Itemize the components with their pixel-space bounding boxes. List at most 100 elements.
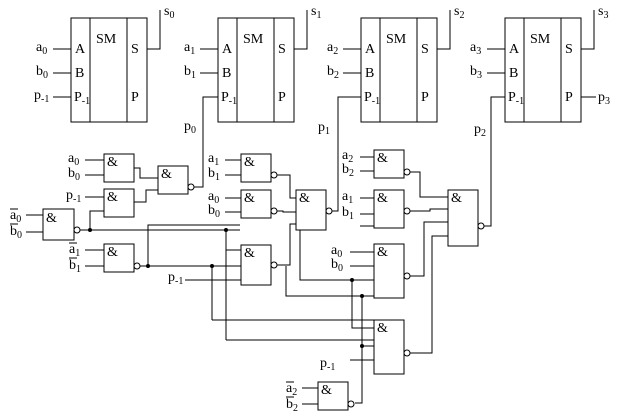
nand-gate-na0-nb0: & [42, 208, 81, 241]
svg-text:b2: b2 [342, 162, 354, 179]
sm-block-2: SM A B P-1 S P [360, 17, 438, 123]
label-s2: s2 [454, 4, 464, 21]
nand-gate-p2: & [447, 189, 485, 247]
label-b3: b3 [470, 64, 482, 81]
pin-p-out-label: P [131, 90, 139, 105]
label-s3: s3 [598, 4, 608, 21]
nand-gate-p-carry2: & [373, 319, 411, 375]
svg-text:b0: b0 [331, 257, 343, 274]
label-s0: s0 [164, 4, 174, 21]
label-b0: b0 [36, 64, 48, 81]
svg-text:&: & [244, 246, 255, 261]
svg-text:&: & [244, 191, 255, 206]
sm-title: SM [243, 32, 264, 47]
svg-text:&: & [377, 151, 388, 166]
nand-gate-a1-b1: & [240, 153, 278, 183]
svg-text:a1: a1 [342, 189, 353, 206]
svg-text:p-1: p-1 [320, 356, 335, 373]
pin-p-in-label: P-1 [221, 90, 237, 107]
label-a2: a2 [327, 40, 338, 57]
nand-gate-p-carry1: & [240, 244, 278, 286]
svg-text:a1: a1 [208, 151, 219, 168]
svg-text:&: & [377, 321, 388, 336]
nand-gate-a1-b1-2: & [373, 189, 411, 229]
sm-wiring [53, 10, 596, 98]
svg-text:&: & [107, 190, 118, 205]
logic-wiring [26, 96, 505, 405]
sm-title: SM [530, 32, 551, 47]
pin-b-label: B [365, 66, 374, 81]
label-s1: s1 [311, 4, 321, 21]
label-not-b1: b1 [69, 258, 81, 275]
svg-text:p-1: p-1 [168, 270, 183, 287]
svg-text:&: & [377, 191, 388, 206]
sm-block-3: SM A B P-1 S P [504, 17, 582, 123]
pin-a-label: A [222, 42, 233, 57]
nand-gate-p1: & [295, 189, 333, 231]
label-not-a2: a2 [286, 381, 297, 398]
label-p1: p1 [318, 120, 330, 137]
label-p0: p0 [184, 119, 196, 136]
pin-s-label: S [131, 42, 139, 57]
svg-text:&: & [377, 245, 388, 260]
sm-title: SM [386, 32, 407, 47]
svg-text:p-1: p-1 [66, 188, 81, 205]
pin-b-label: B [222, 66, 231, 81]
label-not-b0: b0 [10, 224, 22, 241]
pin-p-out-label: P [421, 90, 429, 105]
label-b2: b2 [327, 64, 339, 81]
pin-a-label: A [365, 42, 376, 57]
pin-p-in-label: P-1 [508, 90, 524, 107]
label-p2: p2 [474, 122, 486, 139]
svg-text:&: & [451, 191, 462, 206]
nand-gate-na2-nb2: & [317, 381, 355, 411]
pin-s-label: S [421, 42, 429, 57]
label-not-a0: a0 [10, 208, 21, 225]
pin-s-label: S [278, 42, 286, 57]
pin-a-label: A [75, 42, 86, 57]
label-a3: a3 [470, 40, 481, 57]
signal-labels: s0 s1 s2 s3 a0 b0 p-1 a1 b1 a2 b2 a3 b3 … [10, 4, 610, 414]
svg-text:&: & [321, 383, 332, 398]
svg-text:&: & [161, 167, 172, 182]
pin-p-in-label: P-1 [364, 90, 380, 107]
sm-block-0: SM A B P-1 S P [70, 17, 148, 123]
nand-gate-p0: & [157, 165, 195, 195]
pin-s-label: S [565, 42, 573, 57]
svg-text:&: & [107, 245, 118, 260]
label-a0: a0 [36, 40, 47, 57]
nand-gate-na1-nb1: & [103, 243, 141, 273]
svg-text:&: & [46, 211, 57, 226]
svg-text:&: & [299, 191, 310, 206]
svg-text:&: & [107, 155, 118, 170]
label-p3: p3 [598, 90, 610, 107]
svg-text:b0: b0 [68, 166, 80, 183]
svg-text:b1: b1 [208, 166, 220, 183]
svg-text:a0: a0 [208, 189, 219, 206]
sm-title: SM [96, 32, 117, 47]
pin-b-label: B [75, 66, 84, 81]
label-b1: b1 [184, 64, 196, 81]
label-not-a1: a1 [69, 242, 80, 259]
sm-block-1: SM A B P-1 S P [217, 17, 295, 123]
label-a1: a1 [184, 40, 195, 57]
svg-text:a0: a0 [68, 151, 79, 168]
svg-text:b0: b0 [208, 203, 220, 220]
pin-p-in-label: P-1 [74, 90, 90, 107]
pin-p-out-label: P [278, 90, 286, 105]
svg-text:&: & [244, 155, 255, 170]
label-not-b2: b2 [286, 397, 298, 414]
nand-gate-a2-b2: & [373, 149, 411, 179]
svg-text:b1: b1 [342, 205, 354, 222]
and-gate-p-carry0: & [103, 188, 135, 218]
pin-p-out-label: P [565, 90, 573, 105]
nand-gate-a0-b0-3: & [373, 243, 411, 299]
nand-gate-a0-b0-2: & [240, 189, 278, 219]
label-p-minus-1: p-1 [34, 88, 49, 105]
pin-a-label: A [509, 42, 520, 57]
svg-text:a2: a2 [342, 148, 353, 165]
and-gate-a0-b0: & [103, 153, 135, 183]
svg-text:a0: a0 [331, 243, 342, 260]
pin-b-label: B [509, 66, 518, 81]
